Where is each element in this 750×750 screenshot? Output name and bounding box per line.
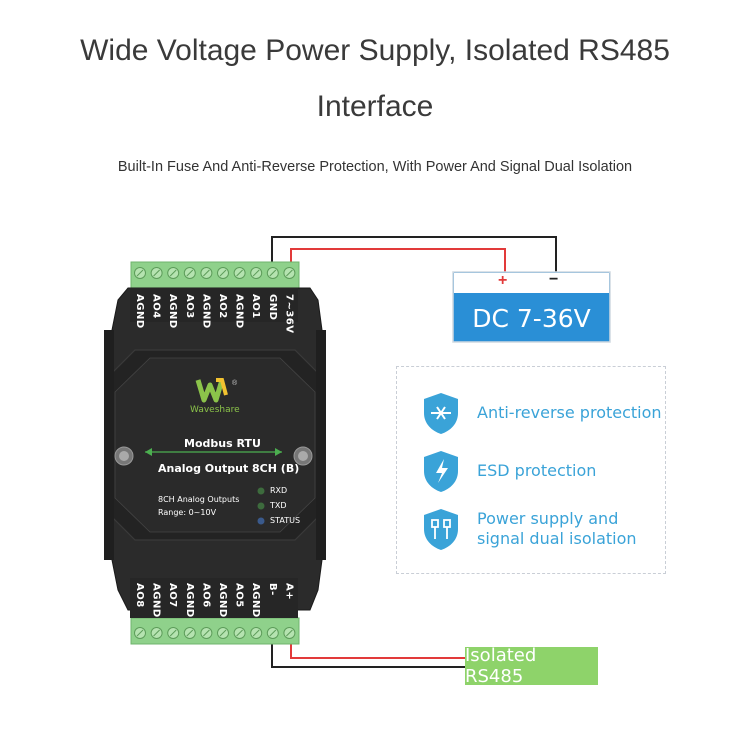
top-pin-label: AO4 <box>150 294 162 319</box>
bottom-pin-label: AGND <box>183 583 195 618</box>
page-title-line-2: Interface <box>316 90 434 123</box>
top-pin-label: AO3 <box>183 294 195 319</box>
feature-text-isolation: Power supply and signal dual isolation <box>477 509 637 549</box>
bottom-pin-label: B- <box>266 583 278 596</box>
bottom-pin-label: AGND <box>250 583 262 618</box>
feature-text-anti-reverse: Anti-reverse protection <box>477 403 662 422</box>
bottom-pin-label: AO7 <box>167 583 179 608</box>
page-subtitle: Built-In Fuse And Anti-Reverse Protectio… <box>117 159 633 175</box>
anti-reverse-icon <box>424 393 458 434</box>
bottom-terminal-block <box>130 617 300 645</box>
led-txd-icon <box>257 502 265 510</box>
feature-item-esd: ESD protection <box>421 449 596 493</box>
dc-power-box <box>452 271 611 343</box>
bottom-pin-label: AO8 <box>134 583 145 608</box>
feature-list: Anti-reverse protection ESD protection P… <box>396 366 666 574</box>
bottom-pin-label: AGND <box>217 583 228 618</box>
top-pin-label: AGND <box>134 294 145 329</box>
device-model-line-2: Analog Output 8CH (B) <box>158 462 300 475</box>
page-title-line-1: Wide Voltage Power Supply, Isolated RS48… <box>80 34 670 67</box>
feature-item-isolation: Power supply and signal dual isolation <box>421 507 637 551</box>
led-label-status: STATUS <box>270 516 301 525</box>
device-body: ® <box>104 287 326 618</box>
device-model-line-1: Modbus RTU <box>184 437 261 450</box>
rs485-wire-red <box>290 642 465 659</box>
top-pin-label: AGND <box>200 294 212 329</box>
dc-minus-label: − <box>549 271 559 288</box>
top-pin-label: AGND <box>233 294 245 329</box>
device-desc-line-1: 8CH Analog Outputs <box>158 495 240 504</box>
led-rxd-icon <box>257 487 265 495</box>
isolation-icon <box>424 509 458 550</box>
waveshare-logo-icon: ® <box>195 378 238 403</box>
power-wire-black <box>271 236 557 272</box>
feature-text-isolation-line-2: signal dual isolation <box>477 529 637 548</box>
top-pin-label: AO1 <box>250 294 262 319</box>
device-brand: Waveshare <box>190 405 240 415</box>
bottom-pin-label: AGND <box>150 583 162 618</box>
device-desc-line-2: Range: 0~10V <box>158 508 217 517</box>
feature-text-isolation-line-1: Power supply and <box>477 509 619 528</box>
led-label-txd: TXD <box>270 501 287 510</box>
top-pin-label: AGND <box>167 294 179 329</box>
esd-icon <box>424 451 458 492</box>
svg-text:®: ® <box>232 379 238 387</box>
led-status-icon <box>257 517 265 525</box>
rs485-wire-black <box>271 642 465 668</box>
bottom-pin-label: AO5 <box>233 583 245 608</box>
bottom-pin-label: A+ <box>283 583 295 601</box>
top-pin-label: AO2 <box>217 294 228 319</box>
power-wire-red <box>290 248 506 272</box>
top-terminal-block <box>130 261 300 289</box>
rs485-label: Isolated RS485 <box>465 645 598 687</box>
feature-item-anti-reverse: Anti-reverse protection <box>421 391 662 435</box>
bottom-pin-label: AO6 <box>200 583 212 608</box>
led-label-rxd: RXD <box>270 486 288 495</box>
dc-voltage-label: DC 7-36V <box>472 303 591 333</box>
top-pin-label: 7~36V <box>283 294 295 334</box>
top-pin-label: GND <box>266 294 278 321</box>
feature-text-esd: ESD protection <box>477 461 597 480</box>
dc-plus-label: + <box>498 272 508 289</box>
